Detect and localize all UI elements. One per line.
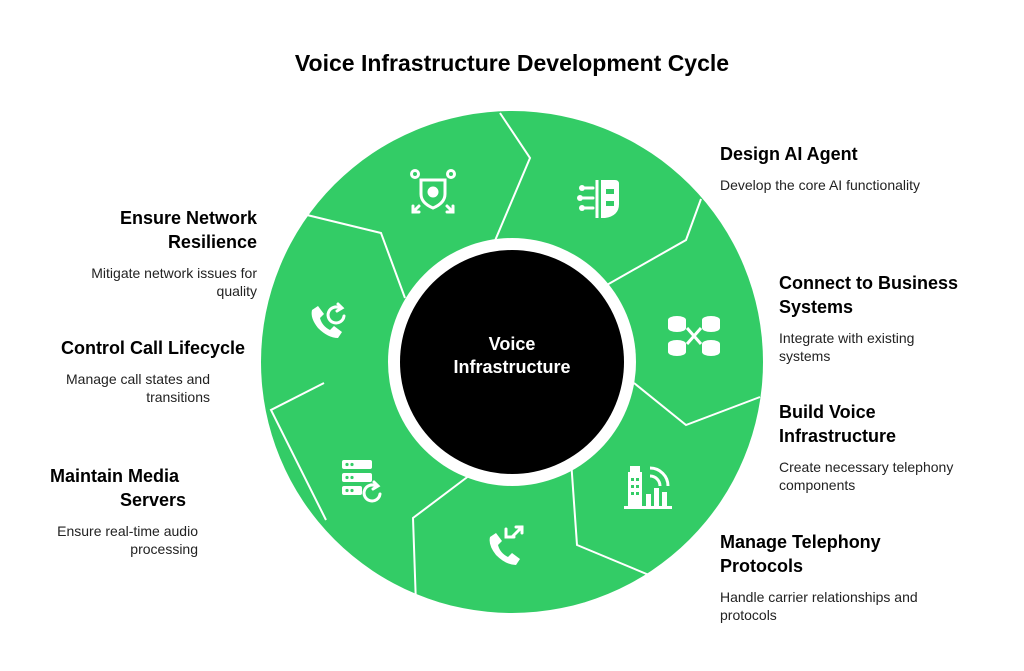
step-heading-line2: Infrastructure (779, 426, 897, 446)
step-heading-line2: Systems (779, 297, 854, 317)
phone-refresh-icon (311, 302, 346, 338)
step-description-line2: processing (130, 541, 198, 557)
step-description-line1: Integrate with existing (779, 330, 915, 346)
step-description: Manage call states and transitions (0, 370, 210, 406)
center-label-line1: Voice (488, 334, 536, 354)
divider-6 (269, 382, 327, 521)
step-description-line1: Mitigate network issues for (91, 265, 257, 281)
step-manage-telephony-protocols: Manage Telephony Protocols Handle carrie… (720, 530, 1010, 624)
step-description: Develop the core AI functionality (720, 177, 921, 193)
step-heading-line1: Build Voice (779, 402, 876, 422)
step-build-voice-infrastructure: Build Voice Infrastructure Create necess… (779, 400, 1019, 494)
step-description-line2: protocols (720, 607, 777, 623)
step-ensure-network-resilience: Ensure Network Resilience Mitigate netwo… (0, 206, 257, 300)
step-heading-line1: Manage Telephony (720, 532, 881, 552)
step-description-line2: quality (216, 283, 257, 299)
segment-dividers (269, 112, 761, 606)
divider-4 (570, 459, 662, 581)
step-heading: Connect to Business Systems (779, 271, 1019, 319)
step-heading: Design AI Agent (720, 144, 858, 164)
divider-5 (411, 474, 471, 606)
step-heading-line1: Connect to Business (779, 273, 959, 293)
phone-forward-icon (489, 525, 524, 565)
step-description-line2: transitions (146, 389, 210, 405)
step-description-line1: Handle carrier relationships and (720, 589, 918, 605)
shield-network-icon (410, 169, 456, 214)
center-label-line2: Infrastructure (453, 357, 571, 377)
step-description: Handle carrier relationships and protoco… (720, 588, 1010, 624)
step-description-line1: Manage call states and (66, 371, 210, 387)
step-maintain-media-servers: Maintain Media Servers Ensure real-time … (0, 464, 198, 558)
server-refresh-icon (342, 460, 382, 503)
step-design-ai-agent: Design AI Agent Develop the core AI func… (720, 142, 1000, 194)
step-description-line1: Ensure real-time audio (57, 523, 198, 539)
step-description: Mitigate network issues for quality (0, 264, 257, 300)
step-description-line1: Create necessary telephony (779, 459, 954, 475)
step-heading: Ensure Network Resilience (0, 206, 257, 254)
step-description: Integrate with existing systems (779, 329, 1019, 365)
step-heading-line1: Maintain Media (50, 466, 180, 486)
step-heading: Build Voice Infrastructure (779, 400, 1019, 448)
step-heading-line2: Resilience (167, 232, 257, 252)
step-heading-line1: Ensure Network (119, 208, 257, 228)
diagram-title: Voice Infrastructure Development Cycle (294, 50, 730, 76)
database-link-icon (668, 316, 720, 356)
step-description: Ensure real-time audio processing (0, 522, 198, 558)
ai-chip-brain-icon (577, 180, 619, 218)
divider-2 (597, 198, 702, 291)
step-heading: Manage Telephony Protocols (720, 530, 1010, 578)
divider-1 (493, 112, 532, 244)
divider-3 (633, 382, 761, 427)
step-description-line2: systems (779, 348, 831, 364)
step-description: Create necessary telephony components (779, 458, 1019, 494)
step-heading: Maintain Media Servers (0, 464, 198, 512)
divider-7 (306, 214, 406, 299)
center-disc (400, 250, 624, 474)
step-description-line2: components (779, 477, 856, 493)
step-control-call-lifecycle: Control Call Lifecycle Manage call state… (0, 336, 245, 406)
step-heading-line2: Servers (119, 490, 186, 510)
tower-signal-icon (624, 466, 672, 509)
center-label: Voice Infrastructure (432, 333, 592, 379)
step-heading-line2: Protocols (720, 556, 804, 576)
step-heading: Control Call Lifecycle (60, 338, 245, 358)
step-connect-business-systems: Connect to Business Systems Integrate wi… (779, 271, 1019, 365)
